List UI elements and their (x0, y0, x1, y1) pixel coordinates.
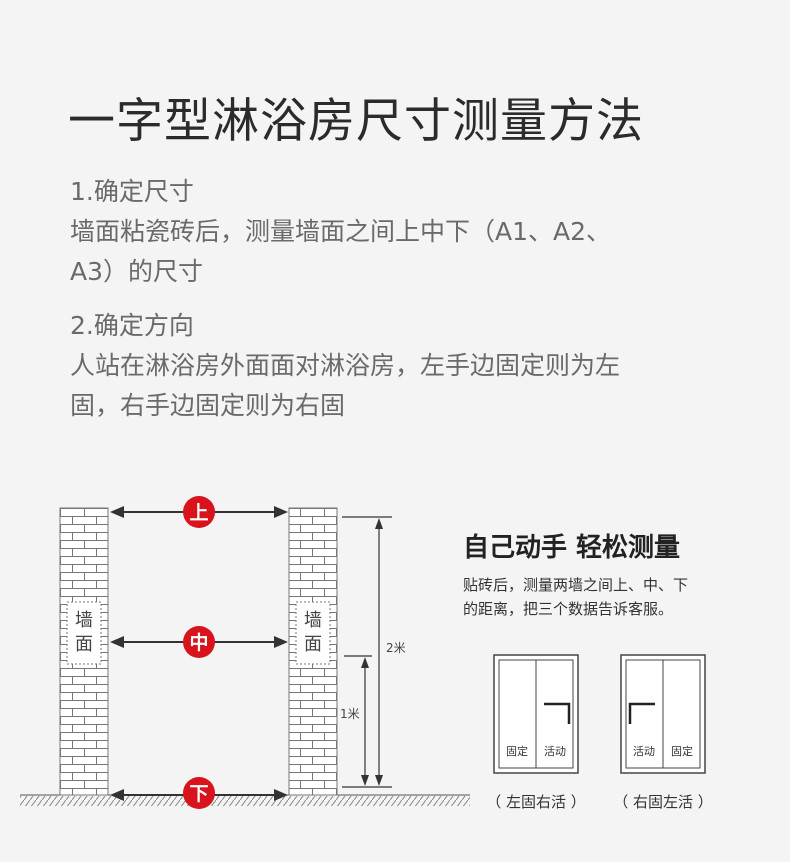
arrow-top-right-head (274, 506, 288, 518)
door-1-caption: （ 左固右活 ） (486, 793, 586, 811)
door-left-fixed: 固定 活动 （ 左固右活 ） (486, 654, 586, 811)
step-2-line-2: 固，右手边固定则为右固 (70, 391, 346, 420)
marker-middle-label: 中 (189, 631, 208, 654)
door-right-fixed: 活动 固定 （ 右固左活 ） (613, 654, 713, 811)
step-2: 2.确定方向 人站在淋浴房外面面对淋浴房，左手边固定则为左 固，右手边固定则为右… (70, 306, 750, 426)
step-1-line-2: A3）的尺寸 (70, 257, 204, 286)
dim-1m-bottom-arrow (361, 775, 369, 786)
dim-2m-top-arrow (375, 518, 383, 529)
dim-2m-label: 2米 (386, 641, 406, 655)
door-2-caption: （ 右固左活 ） (613, 793, 713, 811)
right-wall: 墙 面 (288, 507, 338, 796)
door-1-handle (544, 702, 571, 724)
marker-middle: 中 (183, 626, 215, 658)
info-line-1: 贴砖后，测量两墙之间上、中、下 (463, 576, 688, 594)
right-wall-label-2: 面 (304, 634, 322, 655)
dim-1m-label: 1米 (340, 707, 360, 721)
step-1-heading: 1.确定尺寸 (70, 177, 194, 206)
left-wall-label-1: 墙 (75, 610, 93, 631)
left-wall: 墙 面 (59, 507, 109, 796)
door-1-right-panel-label: 活动 (544, 745, 566, 758)
marker-bottom: 下 (183, 777, 215, 809)
arrow-bottom-left-head (110, 789, 124, 801)
marker-middle-circle (183, 626, 215, 658)
dimension-2m (342, 516, 392, 788)
page-title: 一字型淋浴房尺寸测量方法 (68, 94, 644, 149)
step-1: 1.确定尺寸 墙面粘瓷砖后，测量墙面之间上中下（A1、A2、 A3）的尺寸 (70, 172, 750, 292)
door-1-left-panel-label: 固定 (506, 744, 528, 758)
info-heading: 自己动手 轻松测量 (463, 532, 680, 563)
ground-hatch (20, 796, 470, 806)
marker-bottom-label: 下 (189, 783, 208, 805)
door-2-left-panel-label: 活动 (633, 745, 655, 758)
dim-1m-top-arrow (361, 657, 369, 668)
step-2-heading: 2.确定方向 (70, 311, 194, 340)
door-2-handle (628, 702, 655, 724)
dim-2m-bottom-arrow (375, 775, 383, 786)
arrow-middle-left-head (110, 636, 124, 648)
right-wall-label-1: 墙 (304, 610, 322, 631)
arrow-middle-right-head (274, 636, 288, 648)
arrow-bottom-right-head (274, 789, 288, 801)
step-1-line-1: 墙面粘瓷砖后，测量墙面之间上中下（A1、A2、 (70, 217, 612, 246)
marker-top-circle (183, 496, 215, 528)
dimension-1m (344, 655, 372, 786)
marker-top-label: 上 (189, 502, 208, 524)
step-2-line-1: 人站在淋浴房外面面对淋浴房，左手边固定则为左 (70, 351, 621, 380)
info-line-2: 的距离，把三个数据告诉客服。 (463, 600, 673, 618)
left-wall-label-box (66, 601, 102, 665)
marker-bottom-circle (183, 777, 215, 809)
door-2-right-panel-label: 固定 (671, 744, 693, 758)
marker-top: 上 (183, 496, 215, 528)
right-wall-label-box (295, 601, 331, 665)
left-wall-label-2: 面 (75, 634, 93, 655)
step-list: 1.确定尺寸 墙面粘瓷砖后，测量墙面之间上中下（A1、A2、 A3）的尺寸 2.… (70, 172, 750, 440)
arrow-top-left-head (110, 506, 124, 518)
